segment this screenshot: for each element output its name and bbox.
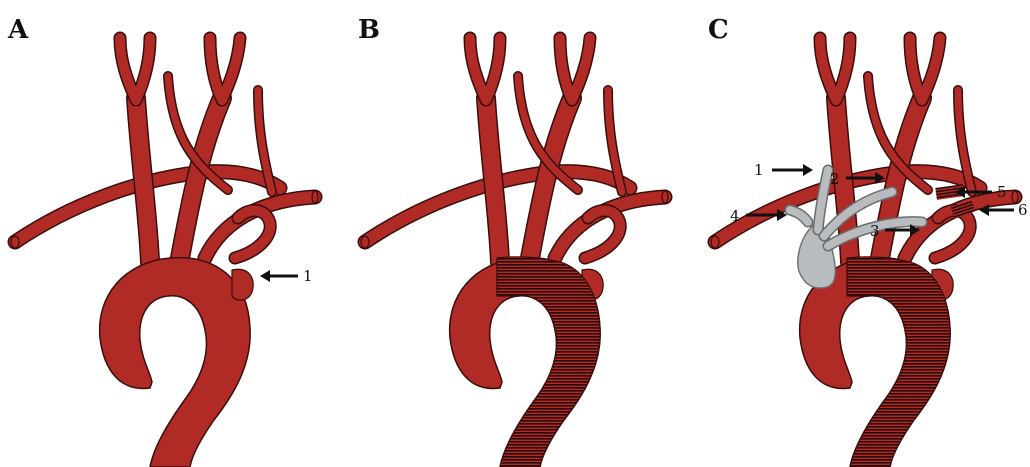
panel-c-hatched-segment	[847, 257, 950, 467]
panel-c: C 1 2 3	[708, 15, 1028, 467]
panel-c-label-2: 2	[830, 170, 840, 188]
panel-c-label-6: 6	[1018, 201, 1028, 219]
panel-c-letter: C	[708, 15, 729, 45]
panel-a: A 1	[7, 15, 318, 467]
panel-a-letter: A	[7, 15, 29, 45]
panel-c-label-1: 1	[754, 161, 764, 179]
panel-c-arch	[711, 38, 1018, 467]
panel-c-label-4: 4	[730, 207, 740, 225]
panel-a-label-1: 1	[303, 267, 313, 285]
panel-c-label-5: 5	[997, 183, 1007, 201]
panel-b-hatched-segment	[497, 257, 600, 467]
panel-b: B	[358, 15, 668, 467]
panel-c-callout-1: 1	[754, 161, 813, 179]
panel-b-arch	[361, 38, 668, 467]
panel-c-arrowhead-1	[803, 164, 813, 176]
panel-a-arch	[11, 38, 318, 467]
panel-b-letter: B	[358, 15, 380, 45]
panel-a-arrowhead-1	[260, 270, 270, 282]
panel-c-label-3: 3	[870, 222, 880, 240]
panel-a-callout-1: 1	[260, 267, 313, 285]
